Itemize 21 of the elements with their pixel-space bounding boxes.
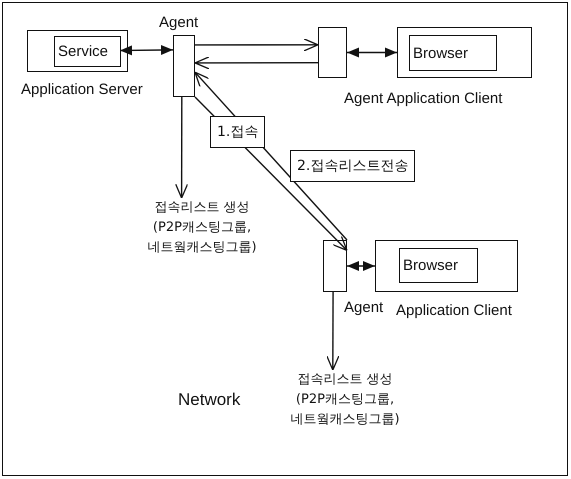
box-label: Application Client (396, 302, 512, 319)
box-label: Application Server (21, 81, 143, 98)
browser-box: Browser (399, 248, 478, 283)
arrow (120, 45, 173, 56)
box-label: Agent (159, 14, 198, 31)
edge-label: 2.접속리스트전송 (290, 150, 416, 182)
edge-label: 1.접속 (210, 116, 266, 148)
box-label: Agent (344, 299, 384, 316)
arrow (347, 48, 397, 58)
arrow (194, 56, 318, 70)
arrow (347, 261, 375, 271)
note-text: 접속리스트 생성 (P2P캐스팅그룹, 네트웤캐스팅그룹) (142, 198, 262, 258)
arrow (195, 38, 319, 52)
service-box: Service (54, 36, 121, 67)
network-label: Network (178, 390, 240, 410)
browser-box: Browser (409, 35, 497, 71)
arrow (174, 97, 188, 199)
note-text: 접속리스트 생성 (P2P캐스팅그룹, 네트웤캐스팅그룹) (284, 370, 406, 430)
agent-box (318, 27, 347, 78)
box-label: Agent Application Client (344, 90, 502, 107)
arrow (326, 292, 340, 371)
